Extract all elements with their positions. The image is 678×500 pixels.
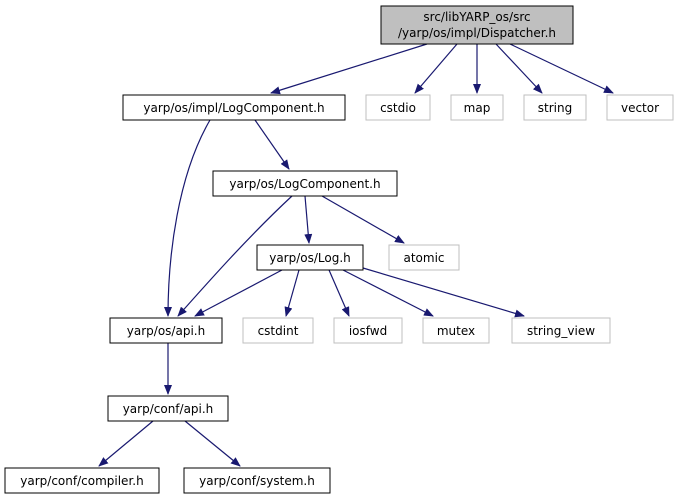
- edge-log-to-iosfwd: [328, 269, 350, 317]
- edge-impl-log-component-to-log-component: [254, 119, 290, 170]
- edge-log-to-string-view: [362, 267, 525, 318]
- node-atomic: atomic: [388, 244, 460, 271]
- edge-conf-api-to-conf-system: [184, 420, 241, 467]
- edge-root-to-string: [495, 43, 543, 94]
- node-label: yarp/os/api.h: [127, 324, 205, 338]
- node-label: yarp/os/impl/LogComponent.h: [143, 101, 324, 115]
- node-cstdint: cstdint: [242, 317, 314, 344]
- node-label: map: [464, 101, 491, 115]
- node-label: string_view: [527, 324, 595, 338]
- root-label-line1: src/libYARP_os/src: [423, 10, 530, 24]
- node-vector: vector: [606, 94, 674, 121]
- node-os-api-h[interactable]: yarp/os/api.h: [109, 317, 223, 344]
- edge-log-to-mutex: [342, 269, 434, 317]
- edge-impl-log-component-to-os-api: [164, 119, 211, 317]
- node-label: vector: [621, 101, 659, 115]
- edge-log-to-os-api: [194, 269, 283, 317]
- node-impl-log-component-h[interactable]: yarp/os/impl/LogComponent.h: [122, 94, 346, 121]
- node-label: atomic: [403, 251, 444, 265]
- edge-conf-api-to-conf-compiler: [98, 420, 154, 467]
- node-string: string: [523, 94, 587, 121]
- node-label: yarp/os/LogComponent.h: [229, 177, 380, 191]
- node-root-dispatcher-h[interactable]: src/libYARP_os/src /yarp/os/impl/Dispatc…: [380, 5, 574, 45]
- node-label: cstdio: [380, 101, 416, 115]
- node-label: string: [538, 101, 572, 115]
- edge-root-to-impl-log-component: [270, 43, 428, 95]
- node-label: yarp/conf/compiler.h: [20, 474, 143, 488]
- dependency-edges: [98, 43, 614, 467]
- edge-root-to-cstdio: [414, 43, 458, 94]
- edge-root-to-vector: [509, 43, 614, 94]
- node-label: yarp/os/Log.h: [269, 251, 351, 265]
- node-iosfwd: iosfwd: [333, 317, 403, 344]
- node-label: cstdint: [258, 324, 299, 338]
- node-conf-api-h[interactable]: yarp/conf/api.h: [107, 395, 229, 422]
- root-label-line2: /yarp/os/impl/Dispatcher.h: [398, 26, 556, 40]
- edge-log-component-to-log: [304, 195, 313, 244]
- node-log-h[interactable]: yarp/os/Log.h: [256, 244, 364, 271]
- node-label: yarp/conf/system.h: [199, 474, 315, 488]
- node-string-view: string_view: [511, 317, 611, 344]
- node-cstdio: cstdio: [365, 94, 431, 121]
- edge-log-to-cstdint: [284, 269, 300, 317]
- node-label: yarp/conf/api.h: [123, 402, 214, 416]
- node-conf-system-h[interactable]: yarp/conf/system.h: [183, 467, 331, 494]
- node-map: map: [450, 94, 504, 121]
- node-log-component-h[interactable]: yarp/os/LogComponent.h: [212, 170, 398, 197]
- node-conf-compiler-h[interactable]: yarp/conf/compiler.h: [4, 467, 160, 494]
- node-label: mutex: [437, 324, 475, 338]
- edge-log-component-to-os-api: [177, 195, 293, 317]
- node-mutex: mutex: [422, 317, 490, 344]
- edge-log-component-to-atomic: [321, 195, 405, 244]
- node-label: iosfwd: [349, 324, 387, 338]
